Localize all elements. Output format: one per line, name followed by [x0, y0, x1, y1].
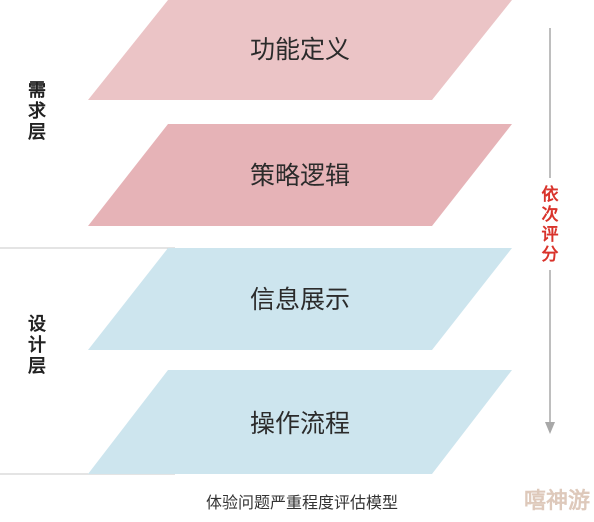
diagram-caption: 体验问题严重程度评估模型: [206, 493, 398, 512]
layer-operation-flow: 操作流程: [88, 370, 512, 474]
group-char: 层: [28, 356, 46, 377]
layer-label: 信息展示: [250, 285, 350, 314]
group-char: 需: [28, 80, 46, 101]
group-char: 求: [28, 100, 47, 122]
watermark: 嘻神游: [524, 488, 590, 514]
layer-label: 功能定义: [250, 35, 350, 64]
layer-label: 策略逻辑: [250, 161, 350, 190]
layer-shape: [88, 248, 512, 350]
layer-function-definition: 功能定义: [88, 0, 512, 100]
layer-shape: [88, 0, 512, 100]
group-label-requirements: 需 求 层: [28, 80, 47, 143]
arrow-char: 分: [542, 245, 559, 265]
arrow-char: 评: [542, 225, 559, 245]
arrow-char: 次: [542, 204, 559, 225]
arrow-head: [545, 422, 555, 434]
group-char: 设: [28, 314, 46, 335]
arrow-char: 依: [542, 184, 560, 205]
group-label-design: 设 计 层: [28, 314, 46, 377]
layer-shape: [88, 370, 512, 474]
group-char: 层: [28, 122, 46, 143]
group-char: 计: [28, 334, 46, 356]
scoring-order-arrow: 依 次 评 分: [542, 28, 560, 434]
layer-information-display: 信息展示: [88, 248, 512, 350]
layer-strategy-logic: 策略逻辑: [88, 124, 512, 226]
layer-shape: [88, 124, 512, 226]
layer-label: 操作流程: [250, 409, 350, 438]
